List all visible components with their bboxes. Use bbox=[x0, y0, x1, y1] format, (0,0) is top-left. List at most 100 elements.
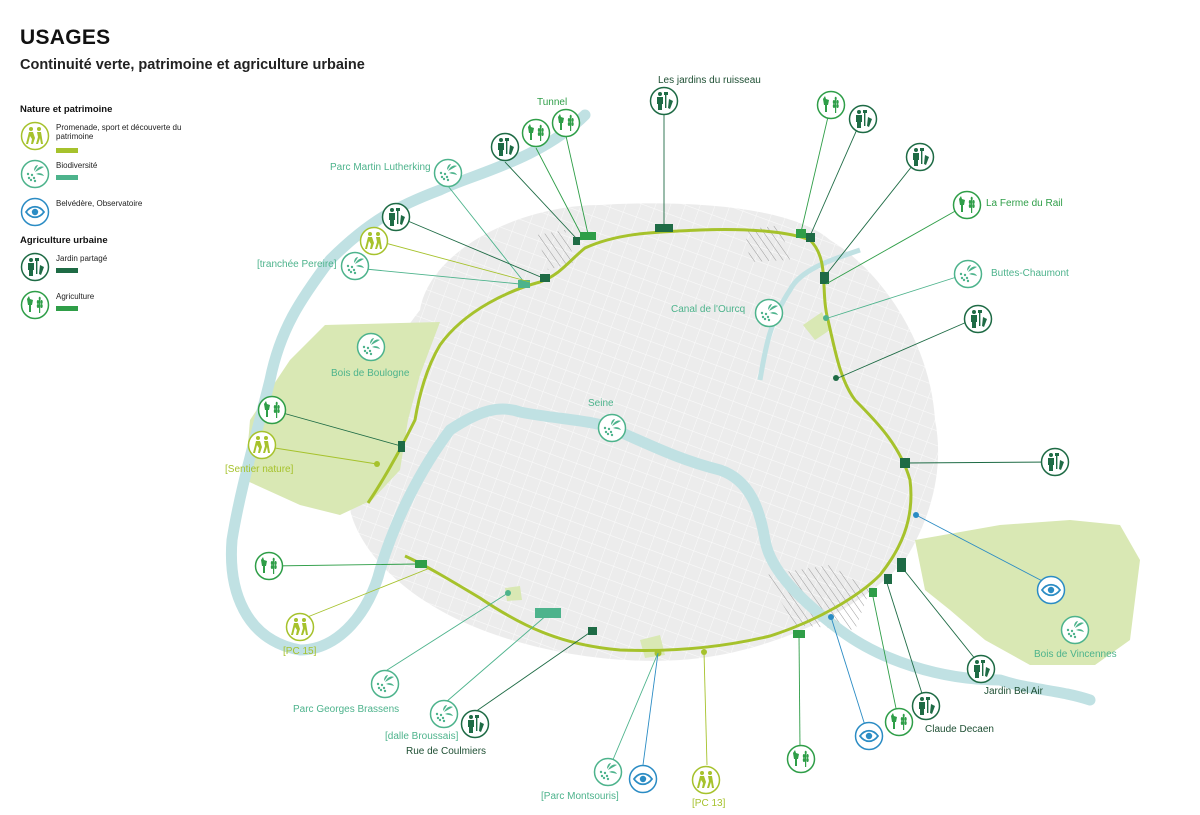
garden-icon-decaen bbox=[911, 691, 941, 721]
eye-icon-vincennes bbox=[1036, 575, 1066, 605]
site-marker-brassens bbox=[535, 608, 561, 618]
label-jardins-ruisseau: Les jardins du ruisseau bbox=[658, 75, 761, 86]
label-brassens: Parc Georges Brassens bbox=[293, 704, 399, 715]
label-ferme-rail: La Ferme du Rail bbox=[986, 198, 1063, 209]
garden-icon-ne bbox=[848, 104, 878, 134]
walkers-icon bbox=[20, 121, 50, 151]
label-martin: Parc Martin Lutherking bbox=[330, 162, 431, 173]
eye-icon-decaen bbox=[854, 721, 884, 751]
walk-icon-pc13 bbox=[691, 765, 721, 795]
leader-buttes bbox=[827, 273, 967, 319]
site-marker-east bbox=[833, 375, 839, 381]
agri-icon-boulogne bbox=[257, 395, 287, 425]
bio-icon-buttes bbox=[953, 259, 983, 289]
eye-icon-montsouris bbox=[628, 764, 658, 794]
leader-pc15 bbox=[299, 567, 431, 621]
site-marker-boulogne bbox=[398, 441, 405, 452]
legend-label-agri: Agriculture bbox=[56, 292, 95, 301]
site-marker-se-b bbox=[884, 574, 892, 584]
site-marker-sw bbox=[415, 560, 427, 568]
bio-icon-seine bbox=[597, 413, 627, 443]
garden-icon-east-2 bbox=[1040, 447, 1070, 477]
leader-bel-air bbox=[899, 564, 981, 666]
label-bois-boulogne: Bois de Boulogne bbox=[331, 368, 410, 379]
leader-tunnel-1 bbox=[504, 161, 577, 239]
leader-broussais bbox=[445, 613, 549, 703]
legend-label-eye: Belvédère, Observatoire bbox=[56, 199, 143, 208]
legend-item-eye: Belvédère, Observatoire bbox=[20, 197, 190, 235]
leader-east-garden bbox=[837, 317, 977, 379]
garden-icon-bel-air bbox=[966, 654, 996, 684]
site-marker-martin bbox=[518, 280, 530, 288]
canal-ourcq bbox=[757, 247, 861, 381]
leader-decaen-agri bbox=[871, 591, 899, 719]
leader-ferme-rail bbox=[825, 204, 967, 285]
bio-icon-ourcq bbox=[754, 298, 784, 328]
leader-martin bbox=[447, 185, 525, 283]
leader-lines bbox=[261, 103, 1056, 766]
label-coulmiers: Rue de Coulmiers bbox=[406, 746, 486, 757]
bio-icon-martin bbox=[433, 158, 463, 188]
site-marker-pereire bbox=[540, 274, 550, 282]
leader-montsouris-bio bbox=[611, 652, 659, 763]
label-pereire: [tranchée Pereire] bbox=[257, 259, 337, 270]
site-marker-se-a bbox=[897, 558, 906, 572]
leader-ne-agri bbox=[800, 103, 832, 233]
leader-pereire-walk bbox=[373, 239, 531, 283]
agri-icon-south bbox=[786, 744, 816, 774]
petite-ceinture-loop bbox=[366, 227, 913, 652]
garden-icon-east bbox=[963, 304, 993, 334]
legend-bar-bio bbox=[56, 175, 78, 180]
hatch-zone-north bbox=[745, 225, 790, 262]
leader-east-garden-2 bbox=[904, 461, 1056, 464]
site-marker-ne-a bbox=[796, 229, 806, 238]
paris-city-area bbox=[348, 203, 939, 661]
legend-item-garden: Jardin partagé bbox=[20, 252, 190, 290]
bio-icon-montsouris bbox=[593, 757, 623, 787]
legend-item-agri: Agriculture bbox=[20, 290, 190, 328]
label-bois-vincennes: Bois de Vincennes bbox=[1034, 649, 1117, 660]
leader-coulmiers bbox=[474, 630, 593, 713]
leader-south-agri bbox=[798, 634, 801, 749]
label-decaen: Claude Decaen bbox=[925, 724, 994, 735]
garden-icon-ne-2 bbox=[905, 142, 935, 172]
leader-pereire-bio bbox=[354, 267, 521, 285]
walk-icon-pereire bbox=[359, 226, 389, 256]
gardener-icon bbox=[20, 252, 50, 282]
agri-icon-sw bbox=[254, 551, 284, 581]
agri-icon-ferme-rail bbox=[952, 190, 982, 220]
bois-de-vincennes-area bbox=[915, 520, 1140, 665]
biodiversity-icon bbox=[20, 159, 50, 189]
site-marker-tunnel-b bbox=[573, 237, 580, 245]
label-broussais: [dalle Broussais] bbox=[385, 731, 459, 742]
brassens-area bbox=[505, 586, 522, 601]
legend-item-walk: Promenade, sport et découverte du patrim… bbox=[20, 121, 190, 159]
leader-sw-agri bbox=[269, 563, 419, 567]
label-tunnel: Tunnel bbox=[537, 97, 567, 108]
leader-ne-garden bbox=[809, 117, 863, 237]
label-buttes: Buttes-Chaumont bbox=[991, 268, 1069, 279]
bio-icon-brassens bbox=[370, 669, 400, 699]
site-marker-ne-b bbox=[806, 233, 815, 242]
site-marker-tunnel-a bbox=[580, 232, 596, 240]
legend-bar-walk bbox=[56, 148, 78, 153]
garden-icon-jardins-ruisseau bbox=[649, 86, 679, 116]
walk-icon-pc15 bbox=[285, 612, 315, 642]
label-pc15: [PC 15] bbox=[283, 646, 317, 657]
legend-group-agri-title: Agriculture urbaine bbox=[20, 235, 108, 246]
leader-tunnel-2 bbox=[535, 147, 583, 237]
eye-icon bbox=[20, 197, 50, 227]
legend-label-garden: Jardin partagé bbox=[56, 254, 108, 263]
site-marker-se-c bbox=[869, 588, 877, 597]
leader-sentier bbox=[261, 445, 378, 465]
leader-decaen-eye bbox=[830, 616, 869, 736]
agri-icon-tunnel-2 bbox=[551, 108, 581, 138]
seine-river bbox=[225, 109, 1096, 706]
label-ourcq: Canal de l'Ourcq bbox=[671, 304, 745, 315]
leader-vincennes-eye bbox=[915, 514, 1051, 586]
bio-icon-broussais bbox=[429, 699, 459, 729]
bio-icon-vincennes bbox=[1060, 615, 1090, 645]
leader-brassens bbox=[383, 592, 509, 673]
page-subtitle: Continuité verte, patrimoine et agricult… bbox=[20, 57, 365, 73]
